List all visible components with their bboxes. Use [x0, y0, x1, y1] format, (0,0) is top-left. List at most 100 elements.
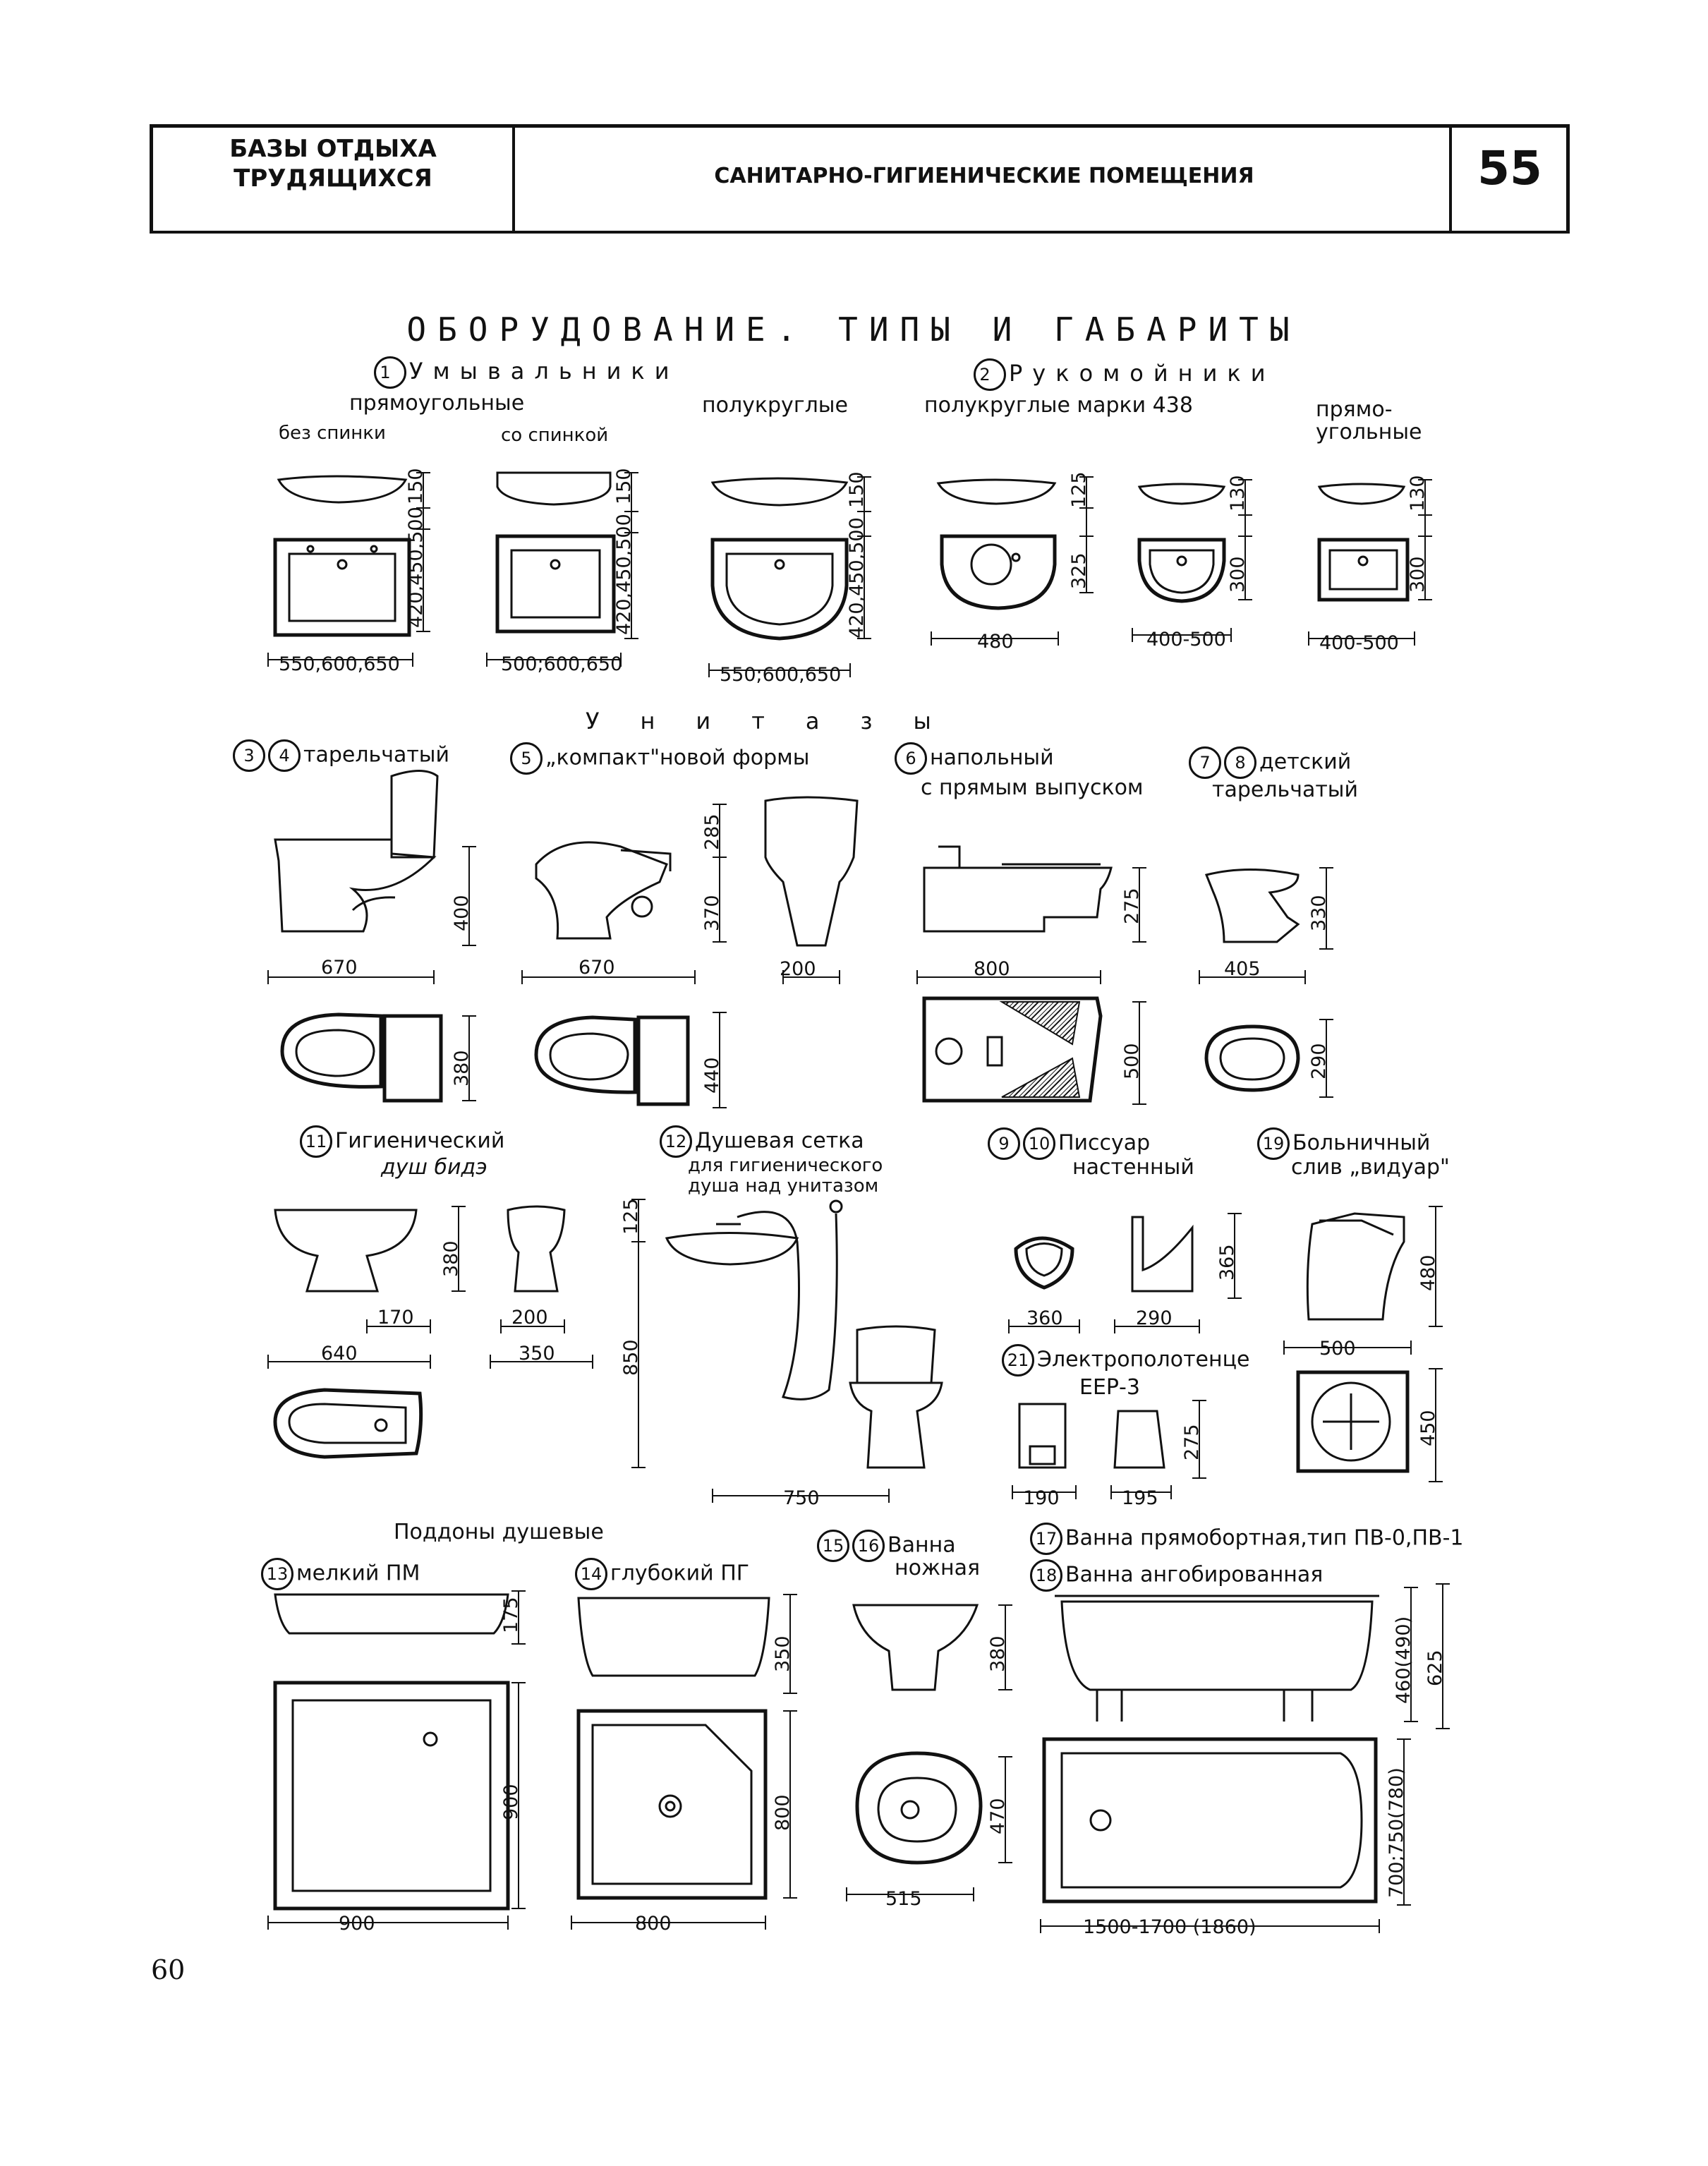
foot-bath-label-2: ножная [895, 1556, 981, 1580]
toilet-floor-label-2: с прямым выпуском [921, 775, 1144, 800]
dim-label: 275 [1181, 1424, 1203, 1460]
page-number: 60 [151, 1954, 186, 1985]
shower-grid-label-2: для гигиенического [688, 1155, 883, 1176]
foot-bath [846, 1604, 1012, 1901]
dim-label: 470 [987, 1798, 1009, 1834]
electric-towel [1012, 1400, 1206, 1499]
dim-label: 175 [500, 1597, 522, 1633]
dim-label: 670 [579, 957, 615, 979]
dim-label: 550,600,650 [279, 653, 400, 675]
dim-label: 480 [1417, 1254, 1439, 1291]
handbasin-semicircle-2 [1132, 479, 1252, 642]
header-divider-left [150, 124, 153, 234]
section-title: БАЗЫ ОТДЫХА ТРУДЯЩИХСЯ [229, 135, 437, 193]
dim-label: 285 [701, 813, 723, 850]
washbasin-no-back [267, 472, 430, 667]
trays-heading: Поддоны душевые [394, 1520, 604, 1544]
dim-label: 420,450,500 [846, 517, 868, 639]
handbasins-semicircle-label: полукруглые марки 438 [924, 393, 1193, 418]
dim-label: 190 [1023, 1487, 1060, 1509]
handbasin-438 [931, 476, 1094, 646]
toilet-kids-label-2: тарельчатый [1212, 778, 1358, 802]
dim-label: 150 [846, 471, 868, 508]
header-divider-right [1566, 124, 1570, 234]
dim-label: 515 [885, 1888, 922, 1910]
dim-label: 750 [783, 1487, 820, 1509]
header-bottom-rule [150, 231, 1569, 234]
dim-label: 200 [511, 1307, 548, 1329]
dim-label: 420,450,500 [613, 514, 635, 635]
shower-grid-label-3: душа над унитазом [688, 1175, 879, 1197]
washbasin-semicircle [708, 476, 871, 677]
dim-label: 640 [321, 1343, 358, 1365]
dim-label: 550;600,650 [720, 664, 841, 686]
dim-label: 405 [1224, 958, 1261, 980]
dim-label: 400 [451, 895, 473, 931]
dim-label: 350 [772, 1635, 794, 1672]
dim-label: 380 [440, 1240, 462, 1277]
dim-label: 125 [1068, 471, 1090, 508]
dim-label: 290 [1308, 1043, 1330, 1079]
dim-label: 325 [1068, 552, 1090, 589]
bidet [267, 1205, 593, 1459]
dim-label: 700;750(780) [1386, 1767, 1407, 1898]
handbasin-rect [1308, 479, 1432, 646]
dim-label: 125 [620, 1198, 642, 1235]
dim-label: 460(490) [1393, 1616, 1415, 1704]
toilet-compact [521, 796, 859, 1108]
dim-label: 130 [1407, 475, 1429, 512]
toilet-plate [267, 770, 476, 1103]
urinal-label-2: настенный [1072, 1155, 1194, 1180]
dim-label: 480 [977, 631, 1014, 653]
toilet-kids [1199, 867, 1333, 1098]
dim-label: 440 [701, 1057, 723, 1094]
dim-label: 150 [405, 468, 427, 504]
dim-label: 400-500 [1319, 632, 1399, 654]
bath [1040, 1583, 1450, 1933]
urinal [1008, 1213, 1242, 1333]
washbasins-no-back-label: без спинки [279, 423, 386, 444]
dim-label: 500 [1121, 1043, 1143, 1079]
dim-label: 850 [620, 1339, 642, 1376]
dim-label: 900 [339, 1913, 375, 1935]
toilet-floor [916, 845, 1146, 1105]
dim-label: 130 [1227, 475, 1249, 512]
dim-label: 400-500 [1146, 629, 1226, 651]
dim-label: 500;600,650 [501, 653, 622, 675]
dim-label: 195 [1122, 1487, 1158, 1509]
dim-label: 500 [1319, 1338, 1356, 1360]
dim-label: 150 [613, 468, 635, 504]
dim-label: 300 [1407, 556, 1429, 593]
washbasins-rect-label: прямоугольные [349, 391, 525, 416]
header-divider-1 [512, 124, 515, 234]
dim-label: 370 [701, 895, 723, 931]
washbasins-with-back-label: со спинкой [501, 425, 609, 446]
dim-label: 200 [780, 958, 816, 980]
dim-label: 380 [451, 1050, 473, 1087]
dim-label: 800 [974, 958, 1010, 980]
towel-label-2: ЕЕР-3 [1079, 1375, 1140, 1400]
dim-label: 360 [1026, 1307, 1063, 1329]
dim-label: 450 [1417, 1410, 1439, 1446]
dim-label: 800 [772, 1794, 794, 1831]
sheet-number: 55 [1477, 141, 1542, 195]
dim-label: 1500-1700 (1860) [1083, 1916, 1256, 1938]
hospital-drain-label-2: слив „видуар" [1291, 1155, 1450, 1180]
toilets-heading: Унитазы [586, 708, 972, 734]
header-divider-2 [1449, 124, 1452, 234]
